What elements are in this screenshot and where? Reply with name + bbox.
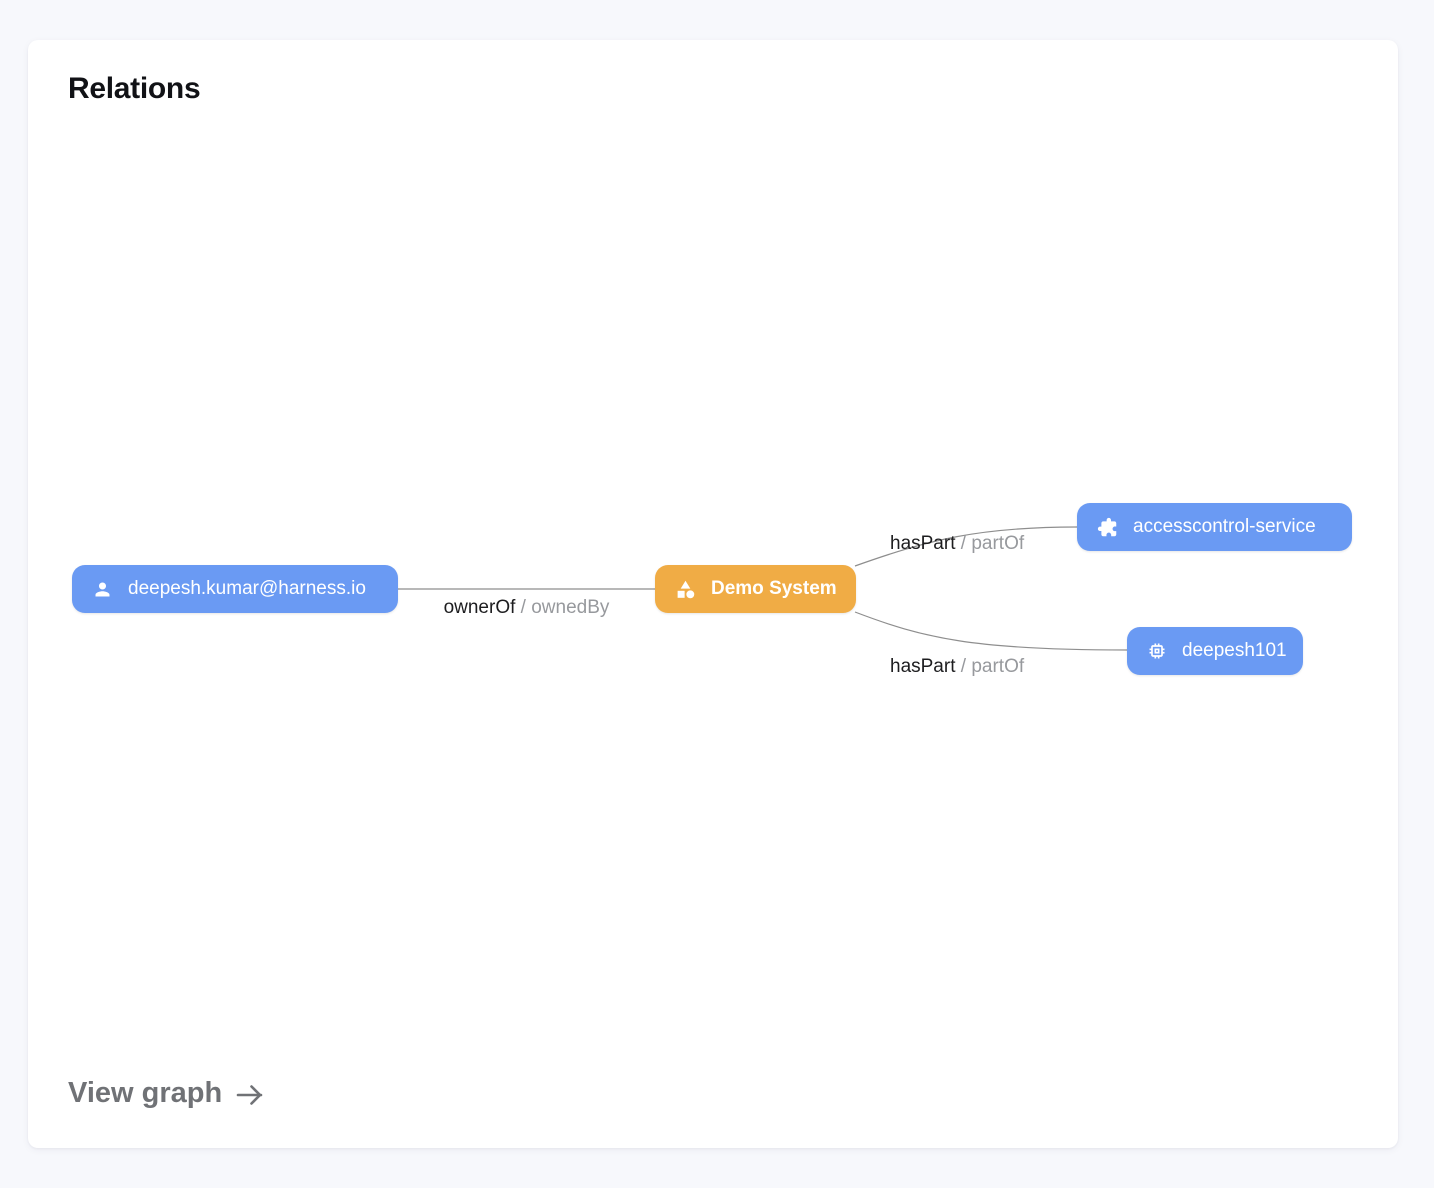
card-title: Relations — [68, 72, 201, 105]
relations-card: Relations deepesh.kumar@harness.io — [28, 40, 1398, 1148]
memory-icon — [1147, 641, 1167, 661]
node-service-label: accesscontrol-service — [1133, 516, 1316, 537]
category-icon — [675, 579, 696, 600]
edge-reverse-label: ownedBy — [531, 597, 610, 618]
arrow-right-icon — [236, 1085, 263, 1105]
relations-graph: deepesh.kumar@harness.io Demo System acc… — [28, 40, 1398, 1148]
edge-label-haspart-bottom: hasPart / partOf — [890, 655, 1024, 679]
edge-haspart-top-line — [854, 526, 1078, 567]
node-resource[interactable]: deepesh101 — [1127, 627, 1303, 675]
edge-label-ownerof: ownerOf / ownedBy — [398, 596, 655, 620]
node-service[interactable]: accesscontrol-service — [1077, 503, 1352, 551]
view-graph-label: View graph — [68, 1077, 223, 1109]
edges-canvas — [398, 526, 1128, 651]
edge-forward-label: ownerOf — [443, 597, 516, 618]
node-user-label: deepesh.kumar@harness.io — [128, 578, 366, 599]
edge-forward-label: hasPart — [890, 656, 956, 677]
edge-label-haspart-top: hasPart / partOf — [890, 532, 1024, 556]
extension-icon — [1097, 517, 1118, 538]
edge-haspart-bottom-line — [854, 611, 1128, 651]
person-icon — [92, 579, 113, 600]
edge-separator: / — [960, 533, 967, 554]
node-system[interactable]: Demo System — [655, 565, 856, 613]
edge-separator: / — [520, 597, 526, 618]
node-resource-label: deepesh101 — [1182, 640, 1287, 661]
edge-separator: / — [960, 656, 967, 677]
edge-reverse-label: partOf — [971, 656, 1025, 677]
edge-forward-label: hasPart — [890, 533, 956, 554]
node-system-label: Demo System — [711, 578, 837, 599]
node-user[interactable]: deepesh.kumar@harness.io — [72, 565, 398, 613]
edge-reverse-label: partOf — [971, 533, 1025, 554]
view-graph-link[interactable]: View graph — [68, 1077, 266, 1110]
